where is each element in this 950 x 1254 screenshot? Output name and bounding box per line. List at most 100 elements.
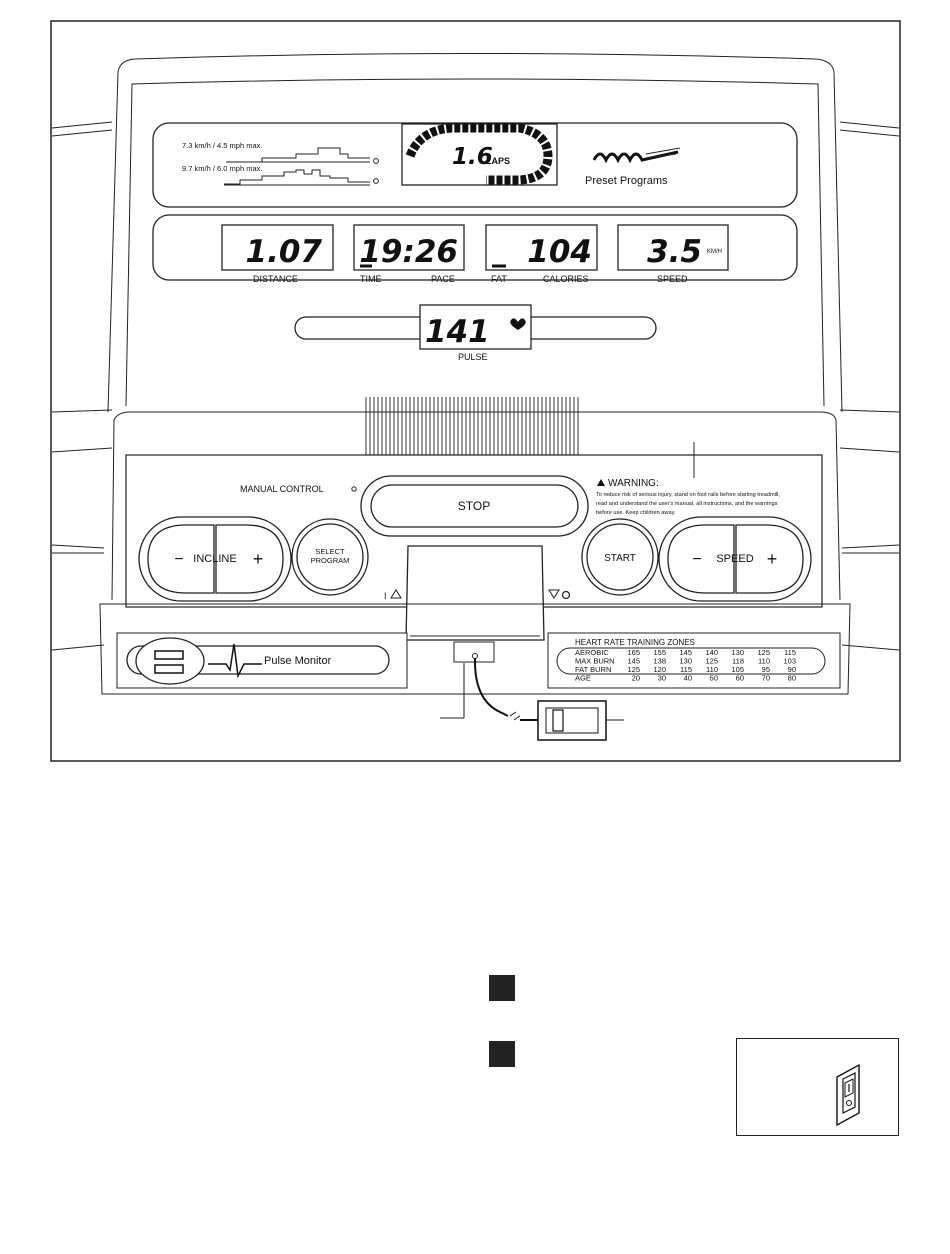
start-button[interactable]: START bbox=[581, 518, 659, 596]
svg-text:CALORIES: CALORIES bbox=[543, 274, 589, 284]
hr-cell: 90 bbox=[788, 665, 796, 674]
svg-text:To reduce risk of serious inju: To reduce risk of serious injury, stand … bbox=[596, 492, 780, 498]
svg-text:PROGRAM: PROGRAM bbox=[311, 556, 350, 565]
incline-button-group: − + INCLINE bbox=[138, 516, 292, 602]
hr-cell: 70 bbox=[762, 674, 770, 683]
fat-calories-display: 104 FAT CALORIES bbox=[485, 224, 598, 284]
pulse-sensor-top bbox=[154, 650, 184, 660]
pulse-monitor-panel: Pulse Monitor bbox=[116, 632, 408, 689]
svg-text:9.7 km/h / 6.0 mph max.: 9.7 km/h / 6.0 mph max. bbox=[182, 164, 262, 173]
svg-text:7.3 km/h / 4.5 mph max.: 7.3 km/h / 4.5 mph max. bbox=[182, 141, 262, 150]
hr-cell: 40 bbox=[684, 674, 692, 683]
incline-up-button[interactable]: + bbox=[215, 524, 284, 594]
hr-cell: 95 bbox=[762, 665, 770, 674]
hr-cell: 115 bbox=[784, 648, 796, 657]
hr-cell: 80 bbox=[788, 674, 796, 683]
treadmill-console-diagram: 7.3 km/h / 4.5 mph max. 9.7 km/h / 6.0 m… bbox=[50, 20, 901, 762]
safety-key-slot: I bbox=[384, 545, 571, 641]
hr-cell: 140 bbox=[705, 648, 718, 657]
hr-cell: 165 bbox=[627, 648, 640, 657]
heart-icon bbox=[510, 318, 526, 330]
console-base bbox=[99, 603, 851, 695]
svg-text:−: − bbox=[174, 551, 183, 568]
power-switch-detail bbox=[736, 1038, 899, 1136]
handrails bbox=[51, 121, 900, 651]
svg-text:HEART RATE TRAINING ZONES: HEART RATE TRAINING ZONES bbox=[575, 638, 695, 647]
hr-cell: 50 bbox=[710, 674, 718, 683]
svg-text:MANUAL CONTROL: MANUAL CONTROL bbox=[240, 484, 324, 494]
figure-frame bbox=[50, 20, 901, 762]
stop-button[interactable]: STOP bbox=[360, 475, 589, 537]
hr-cell: 125 bbox=[757, 648, 770, 657]
hr-row-label: AGE bbox=[575, 674, 591, 683]
hr-cell: 155 bbox=[653, 648, 666, 657]
hr-cell: 145 bbox=[679, 648, 692, 657]
hr-cell: 125 bbox=[627, 665, 640, 674]
svg-text:TIME: TIME bbox=[360, 274, 382, 284]
svg-text:STOP: STOP bbox=[458, 499, 490, 513]
hr-cell: 120 bbox=[653, 665, 666, 674]
distance-display: 1.07 DISTANCE bbox=[221, 224, 334, 284]
svg-text:+: + bbox=[767, 549, 778, 569]
lower-console-housing bbox=[111, 411, 841, 601]
speed-button-group: − + SPEED bbox=[658, 516, 812, 602]
speaker-grille bbox=[365, 397, 579, 462]
svg-text:I: I bbox=[384, 591, 387, 601]
svg-text:SPEED: SPEED bbox=[657, 274, 688, 284]
step-marker-1 bbox=[489, 975, 515, 1001]
incline-down-button[interactable]: − bbox=[147, 524, 215, 594]
step-marker-2 bbox=[489, 1041, 515, 1067]
hr-cell: 115 bbox=[680, 665, 692, 674]
hr-cell: 20 bbox=[632, 674, 640, 683]
speed-down-button[interactable]: − bbox=[667, 524, 735, 594]
hr-cell: 138 bbox=[653, 657, 666, 666]
svg-text:KM/H: KM/H bbox=[707, 249, 722, 255]
manual-control-indicator bbox=[351, 486, 357, 492]
select-program-button[interactable]: SELECT PROGRAM bbox=[291, 518, 369, 596]
svg-text:Pulse Monitor: Pulse Monitor bbox=[264, 655, 332, 667]
power-cord bbox=[440, 641, 624, 741]
pulse-wave-icon bbox=[208, 643, 262, 679]
hr-cell: 105 bbox=[731, 665, 744, 674]
svg-text:1.6: 1.6 bbox=[452, 144, 493, 170]
svg-text:141: 141 bbox=[425, 314, 490, 350]
speed-up-button[interactable]: + bbox=[735, 524, 804, 594]
svg-text:SPEED: SPEED bbox=[716, 553, 753, 565]
hr-cell: 130 bbox=[731, 648, 744, 657]
svg-text:WARNING:: WARNING: bbox=[608, 478, 659, 489]
hr-cell: 130 bbox=[679, 657, 692, 666]
warning-icon bbox=[597, 479, 605, 486]
hr-row-label: AEROBIC bbox=[575, 648, 609, 657]
svg-text:104: 104 bbox=[527, 234, 592, 270]
hr-cell: 110 bbox=[706, 665, 718, 674]
hr-cell: 118 bbox=[732, 657, 744, 666]
svg-text:SELECT: SELECT bbox=[315, 547, 345, 556]
svg-text:PULSE: PULSE bbox=[458, 352, 488, 362]
track-display: 1.6 LAPS bbox=[401, 123, 558, 186]
rocker-switch-icon bbox=[836, 1063, 860, 1127]
svg-text:1.07: 1.07 bbox=[246, 234, 323, 270]
svg-text:Preset Programs: Preset Programs bbox=[585, 175, 668, 187]
time-pace-display: 19:26 TIME PACE bbox=[353, 224, 465, 284]
hr-cell: 145 bbox=[627, 657, 640, 666]
upper-console-housing bbox=[107, 53, 843, 413]
hr-cell: 103 bbox=[783, 657, 796, 666]
svg-text:LAPS: LAPS bbox=[486, 156, 510, 166]
pulse-sensor-bottom bbox=[154, 664, 184, 674]
svg-text:+: + bbox=[253, 549, 264, 569]
hr-cell: 60 bbox=[736, 674, 744, 683]
svg-text:FAT: FAT bbox=[491, 274, 507, 284]
svg-text:PACE: PACE bbox=[431, 274, 455, 284]
hr-cell: 30 bbox=[658, 674, 666, 683]
hr-cell: 110 bbox=[758, 657, 770, 666]
hr-row-label: FAT BURN bbox=[575, 665, 611, 674]
svg-text:3.5: 3.5 bbox=[647, 234, 702, 270]
hr-row-label: MAX BURN bbox=[575, 657, 615, 666]
svg-text:START: START bbox=[604, 553, 636, 564]
svg-text:DISTANCE: DISTANCE bbox=[253, 274, 298, 284]
pulse-display: 141 PULSE bbox=[294, 304, 657, 362]
warning-label: WARNING: To reduce risk of serious injur… bbox=[596, 442, 780, 516]
svg-text:−: − bbox=[692, 551, 701, 568]
profile-graphs: 7.3 km/h / 4.5 mph max. 9.7 km/h / 6.0 m… bbox=[182, 141, 379, 186]
